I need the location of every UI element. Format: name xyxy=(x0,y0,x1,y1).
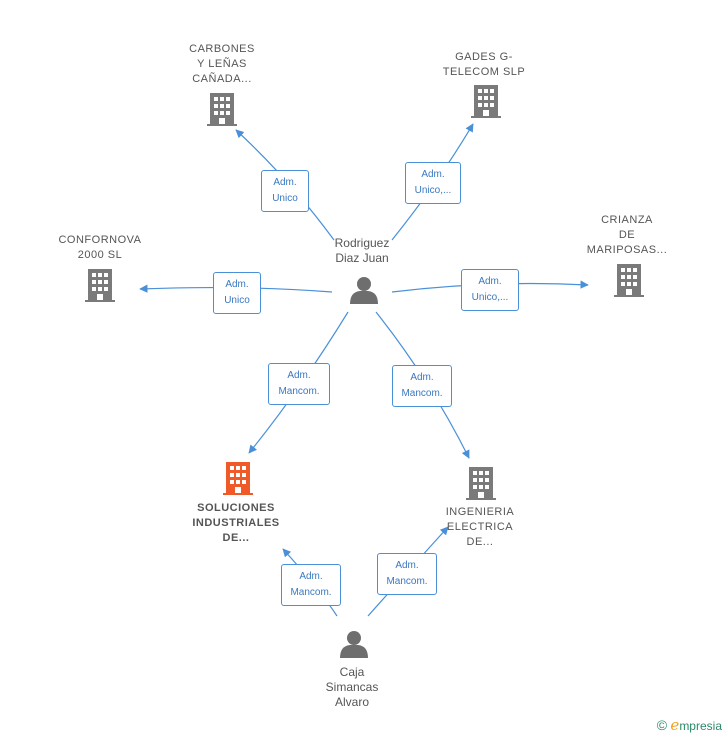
building-icon[interactable] xyxy=(223,462,253,495)
company-label-crianza[interactable]: CRIANZA DE MARIPOSAS... xyxy=(586,214,668,256)
building-icon[interactable] xyxy=(466,467,496,500)
company-label-ingenieria[interactable]: INGENIERIA ELECTRICA DE... xyxy=(445,506,515,548)
relation-box-r4[interactable]: Adm. Unico,... xyxy=(461,269,519,311)
brand-name: mpresia xyxy=(679,719,722,733)
company-label-soluciones[interactable]: SOLUCIONES INDUSTRIALES DE... xyxy=(192,502,280,544)
person-label-rodriguez[interactable]: Rodriguez Diaz Juan xyxy=(334,236,390,265)
relation-box-r7[interactable]: Adm. Mancom. xyxy=(281,564,341,606)
relation-box-r8[interactable]: Adm. Mancom. xyxy=(377,553,437,595)
relation-box-r5[interactable]: Adm. Mancom. xyxy=(268,363,330,405)
building-icon[interactable] xyxy=(471,85,501,118)
relation-box-r6[interactable]: Adm. Mancom. xyxy=(392,365,452,407)
company-label-confornova[interactable]: CONFORNOVA 2000 SL xyxy=(58,234,142,261)
relation-box-r3[interactable]: Adm. Unico xyxy=(213,272,261,314)
brand-logo[interactable]: © empresia xyxy=(657,716,722,734)
relation-box-r2[interactable]: Adm. Unico,... xyxy=(405,162,461,204)
person-icon[interactable] xyxy=(340,631,368,658)
brand-initial: e xyxy=(670,716,680,734)
building-icon[interactable] xyxy=(207,93,237,126)
copyright-icon: © xyxy=(656,717,668,733)
building-icon[interactable] xyxy=(614,264,644,297)
relation-box-r1[interactable]: Adm. Unico xyxy=(261,170,309,212)
icons xyxy=(85,85,644,658)
building-icon[interactable] xyxy=(85,269,115,302)
person-label-caja[interactable]: Caja Simancas Alvaro xyxy=(325,665,379,709)
person-icon[interactable] xyxy=(350,277,378,304)
company-label-gades[interactable]: GADES G- TELECOM SLP xyxy=(442,51,526,78)
company-label-carbones[interactable]: CARBONES Y LEÑAS CAÑADA... xyxy=(189,43,255,85)
